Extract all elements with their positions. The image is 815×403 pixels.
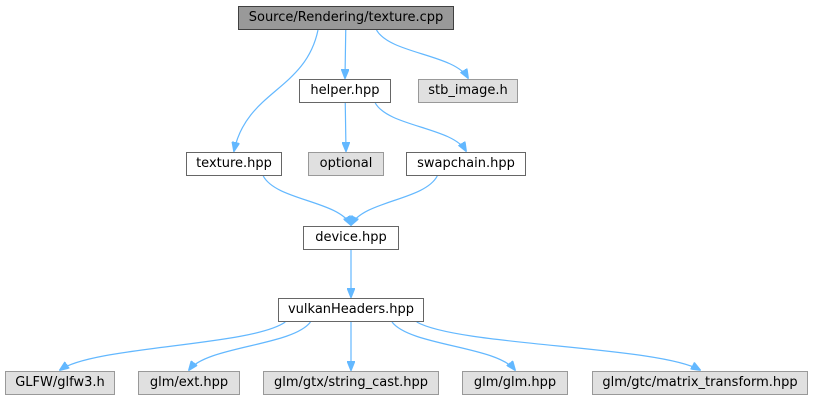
node-swapchain-hpp[interactable]: swapchain.hpp [406, 152, 526, 176]
edge-vulkan_headers-to-glfw [60, 321, 286, 370]
node-device-hpp[interactable]: device.hpp [303, 226, 399, 250]
node-root-texture-cpp: Source/Rendering/texture.cpp [238, 6, 454, 30]
node-glfw-glfw3-h: GLFW/glfw3.h [5, 371, 115, 395]
edge-root-to-helper [345, 29, 346, 78]
edge-vulkan_headers-to-glm_matrix_transform [416, 321, 700, 370]
node-glm-gtc-matrix-transform-hpp: glm/gtc/matrix_transform.hpp [592, 371, 808, 395]
node-glm-glm-hpp: glm/glm.hpp [462, 371, 568, 395]
edge-swapchain-to-device [351, 175, 438, 225]
node-vulkan-headers-hpp[interactable]: vulkanHeaders.hpp [278, 298, 424, 322]
edge-root-to-stb_image [375, 29, 469, 78]
edge-helper-to-optional [345, 102, 346, 151]
edge-vulkan_headers-to-glm_ext [189, 321, 311, 370]
node-glm-gtx-string-cast-hpp: glm/gtx/string_cast.hpp [263, 371, 439, 395]
node-helper-hpp[interactable]: helper.hpp [299, 79, 391, 103]
node-optional: optional [308, 152, 384, 176]
edge-texture-to-device [262, 175, 351, 225]
node-glm-ext-hpp: glm/ext.hpp [138, 371, 240, 395]
edge-root-to-texture [234, 29, 319, 151]
edge-vulkan_headers-to-glm_glm [391, 321, 515, 370]
node-stb-image-h: stb_image.h [418, 79, 518, 103]
node-texture-hpp[interactable]: texture.hpp [186, 152, 282, 176]
edge-helper-to-swapchain [374, 102, 466, 151]
